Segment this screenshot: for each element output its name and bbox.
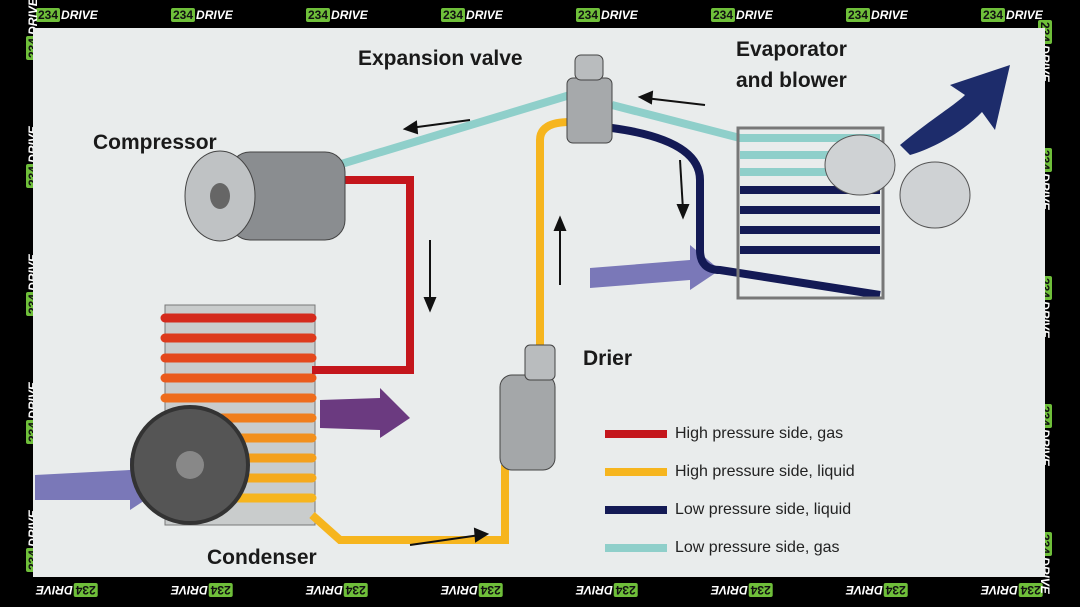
label-compressor: Compressor bbox=[93, 131, 217, 154]
airflow-arrow-evaporator-in bbox=[590, 245, 720, 290]
legend-item: High pressure side, gas bbox=[605, 425, 843, 443]
airflow-arrow-condenser-out bbox=[320, 388, 410, 438]
airflow-arrow-evaporator-out bbox=[900, 65, 1010, 155]
watermark-logo: 234DRIVE bbox=[711, 583, 773, 597]
legend-swatch bbox=[605, 544, 667, 552]
legend-label: High pressure side, gas bbox=[675, 425, 844, 442]
ac-system-diagram bbox=[33, 28, 1045, 577]
watermark-logo: 234DRIVE bbox=[846, 583, 908, 597]
legend-swatch bbox=[605, 468, 667, 476]
expansion-valve bbox=[566, 77, 613, 144]
pipe-low-liquid bbox=[611, 124, 881, 299]
label-drier: Drier bbox=[583, 347, 633, 370]
legend-swatch bbox=[605, 430, 667, 438]
watermark-logo: 234DRIVE bbox=[36, 583, 98, 597]
evaporator-frame bbox=[736, 126, 885, 300]
pipe-high-gas bbox=[312, 176, 414, 374]
drier bbox=[499, 374, 556, 471]
pipe-high-liquid bbox=[309, 118, 571, 544]
watermark-logo: 234DRIVE bbox=[306, 583, 368, 597]
legend-item: Low pressure side, gas bbox=[605, 539, 840, 557]
blower-wheel-1 bbox=[824, 134, 896, 196]
legend-item: High pressure side, liquid bbox=[605, 463, 855, 481]
watermark-logo: 234DRIVE bbox=[576, 583, 638, 597]
legend-swatch bbox=[605, 506, 667, 514]
watermark-logo: 234DRIVE bbox=[441, 583, 503, 597]
label-blower: and blower bbox=[736, 69, 847, 92]
label-evaporator: Evaporator bbox=[736, 38, 847, 61]
label-condenser: Condenser bbox=[207, 546, 317, 569]
legend-item: Low pressure side, liquid bbox=[605, 501, 851, 519]
legend-label: Low pressure side, gas bbox=[675, 539, 840, 556]
pipe-low-gas bbox=[336, 91, 880, 176]
label-expansion-valve: Expansion valve bbox=[358, 47, 523, 70]
diagram-graphic bbox=[35, 54, 1010, 546]
watermark-logo: 234DRIVE bbox=[981, 583, 1043, 597]
watermark-logo: 234DRIVE bbox=[171, 583, 233, 597]
flow-arrows bbox=[402, 90, 706, 546]
legend-label: Low pressure side, liquid bbox=[675, 501, 852, 518]
legend-label: High pressure side, liquid bbox=[675, 463, 855, 480]
blower-wheel-2 bbox=[899, 161, 971, 229]
